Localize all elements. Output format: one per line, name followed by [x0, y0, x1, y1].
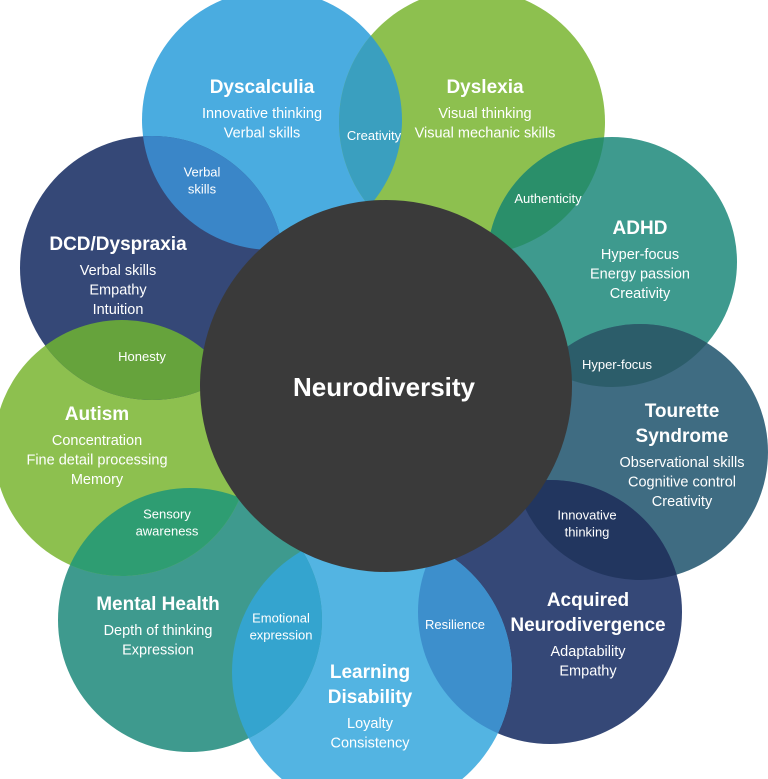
center-circle — [200, 200, 572, 572]
overlap-label-authenticity: Authenticity — [514, 191, 582, 206]
overlap-text-sensory-awareness: awareness — [136, 524, 199, 539]
petal-name-learning: Learning — [330, 662, 410, 683]
petal-trait-autism: Fine detail processing — [26, 453, 167, 469]
petal-trait-learning: Loyalty — [347, 716, 394, 732]
petal-trait-tourette: Cognitive control — [628, 475, 736, 491]
petal-name-mental-health: Mental Health — [96, 594, 220, 615]
overlap-region-sensory-awareness — [58, 488, 250, 576]
petal-trait-dcd: Intuition — [93, 302, 144, 318]
petal-name-autism: Autism — [65, 404, 129, 425]
petal-name-acquired: Neurodivergence — [510, 615, 665, 636]
overlap-label-resilience: Resilience — [425, 617, 485, 632]
overlap-label-innovative-thinking: Innovative thinking — [557, 508, 616, 540]
overlap-text-verbal-skills: Verbal — [184, 165, 221, 180]
overlap-text-authenticity: Authenticity — [514, 191, 582, 206]
overlap-region-verbal-skills — [142, 136, 284, 250]
overlap-text-honesty: Honesty — [118, 349, 166, 364]
petal-trait-dyscalculia: Innovative thinking — [202, 106, 322, 122]
overlap-text-verbal-skills: skills — [188, 182, 217, 197]
overlap-text-sensory-awareness: Sensory — [143, 507, 191, 522]
petal-trait-adhd: Energy passion — [590, 267, 690, 283]
petal-label-acquired: AcquiredNeurodivergenceAdaptabilityEmpat… — [510, 590, 665, 680]
overlap-label-hyper-focus: Hyper-focus — [582, 357, 653, 372]
petal-trait-dcd: Empathy — [89, 283, 147, 299]
petal-name-tourette: Syndrome — [636, 426, 729, 447]
petal-trait-acquired: Empathy — [559, 664, 617, 680]
overlap-region-innovative-thinking — [512, 480, 682, 580]
petal-name-tourette: Tourette — [645, 401, 720, 422]
center-title: Neurodiversity — [293, 372, 476, 402]
overlap-text-emotional-expression: Emotional — [252, 611, 310, 626]
overlap-label-layer: CreativityAuthenticityHyper-focusInnovat… — [118, 128, 652, 643]
petal-trait-dcd: Verbal skills — [80, 263, 157, 279]
overlap-text-creativity: Creativity — [347, 128, 402, 143]
petal-trait-dyslexia: Visual thinking — [438, 106, 531, 122]
petal-trait-mental-health: Expression — [122, 643, 194, 659]
overlap-label-emotional-expression: Emotional expression — [250, 611, 313, 643]
petal-trait-autism: Memory — [71, 472, 124, 488]
petal-trait-acquired: Adaptability — [551, 644, 627, 660]
overlap-text-innovative-thinking: thinking — [565, 525, 610, 540]
overlap-text-emotional-expression: expression — [250, 628, 313, 643]
petal-name-dcd: DCD/Dyspraxia — [49, 234, 187, 255]
petal-trait-learning: Consistency — [331, 736, 411, 752]
overlap-region-authenticity — [487, 137, 605, 255]
overlap-label-verbal-skills: Verbal skills — [184, 165, 221, 197]
overlap-text-innovative-thinking: Innovative — [557, 508, 616, 523]
overlap-label-creativity: Creativity — [347, 128, 402, 143]
overlap-text-hyper-focus: Hyper-focus — [582, 357, 653, 372]
petal-name-acquired: Acquired — [547, 590, 629, 611]
petal-trait-mental-health: Depth of thinking — [104, 623, 213, 639]
petal-trait-tourette: Observational skills — [620, 455, 745, 471]
petal-name-adhd: ADHD — [613, 218, 668, 239]
petal-trait-tourette: Creativity — [652, 494, 713, 510]
petal-trait-dyscalculia: Verbal skills — [224, 126, 301, 142]
petal-trait-dyslexia: Visual mechanic skills — [415, 126, 556, 142]
overlap-label-honesty: Honesty — [118, 349, 166, 364]
petal-trait-adhd: Creativity — [610, 286, 671, 302]
center-layer: Neurodiversity — [200, 200, 572, 572]
overlap-text-resilience: Resilience — [425, 617, 485, 632]
petal-name-learning: Disability — [328, 687, 413, 708]
petal-name-dyscalculia: Dyscalculia — [210, 77, 315, 98]
petal-name-dyslexia: Dyslexia — [446, 77, 524, 98]
overlap-label-sensory-awareness: Sensory awareness — [136, 507, 199, 539]
petal-trait-adhd: Hyper-focus — [601, 247, 679, 263]
petal-trait-autism: Concentration — [52, 433, 142, 449]
